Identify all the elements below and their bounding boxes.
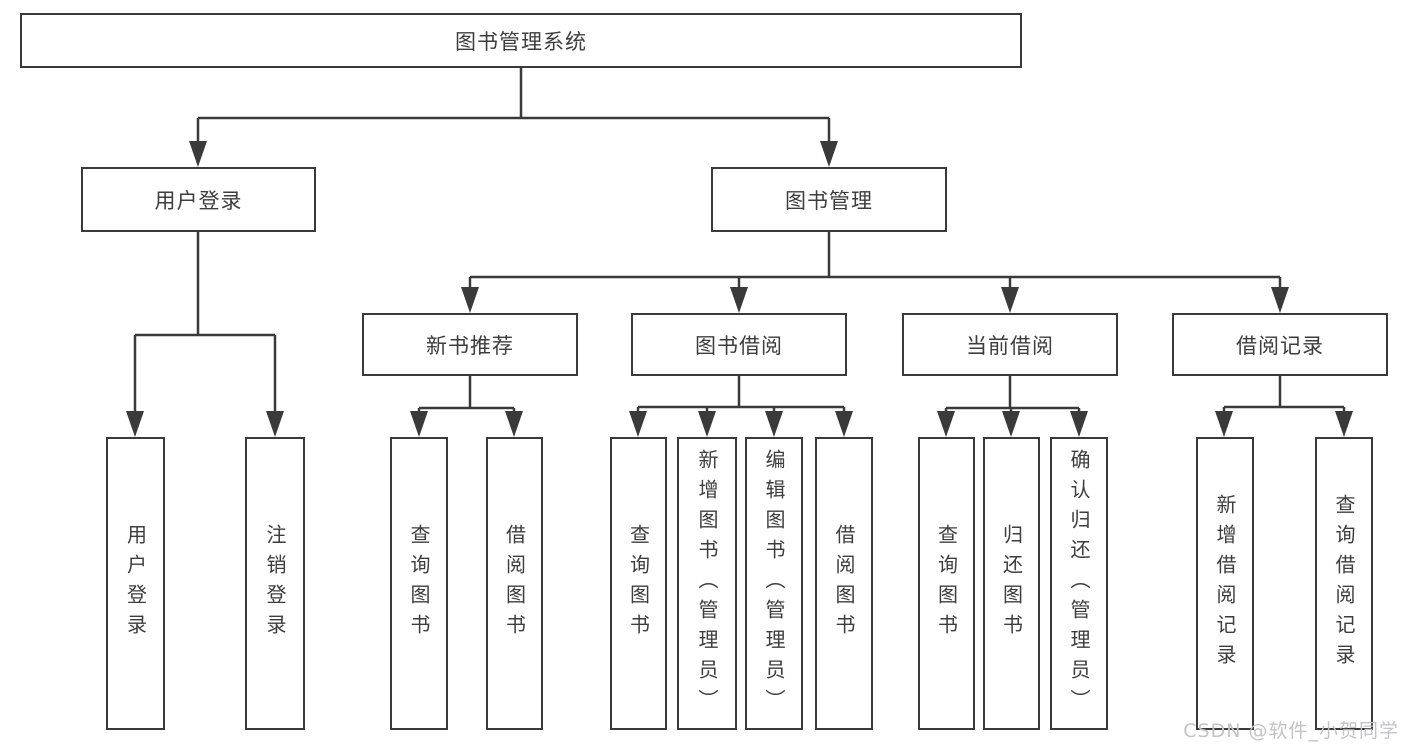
- leaf-current-return-book: 归还图书: [983, 437, 1040, 730]
- watermark: CSDN @软件_小贺同学: [1183, 720, 1399, 742]
- leaf-borrow-borrow-book: 借阅图书: [815, 437, 873, 730]
- leaf-user-login: 用户登录: [106, 437, 165, 730]
- leaf-current-confirm-return-admin: 确认归还（管理员）: [1050, 437, 1108, 730]
- leaf-current-query-book: 查询图书: [918, 437, 975, 730]
- connector-arrowheads: [126, 141, 1353, 437]
- leaf-borrow-edit-book-admin: 编辑图书（管理员）: [745, 437, 803, 730]
- node-root: 图书管理系统: [20, 13, 1022, 68]
- leaf-logout: 注销登录: [245, 437, 305, 730]
- leaf-borrow-add-book-admin: 新增图书（管理员）: [677, 437, 737, 730]
- node-borrow-records: 借阅记录: [1172, 313, 1388, 376]
- leaf-borrow-query-book: 查询图书: [610, 437, 667, 730]
- node-book-management: 图书管理: [711, 167, 947, 232]
- leaf-recommend-borrow-book: 借阅图书: [486, 437, 543, 730]
- leaf-records-add-record: 新增借阅记录: [1196, 437, 1254, 730]
- leaf-recommend-query-book: 查询图书: [390, 437, 448, 730]
- node-book-borrow: 图书借阅: [631, 313, 847, 376]
- node-user-login: 用户登录: [81, 167, 316, 232]
- node-current-borrow: 当前借阅: [902, 313, 1118, 376]
- leaf-records-query-record: 查询借阅记录: [1315, 437, 1373, 730]
- node-new-book-recommend: 新书推荐: [362, 313, 578, 376]
